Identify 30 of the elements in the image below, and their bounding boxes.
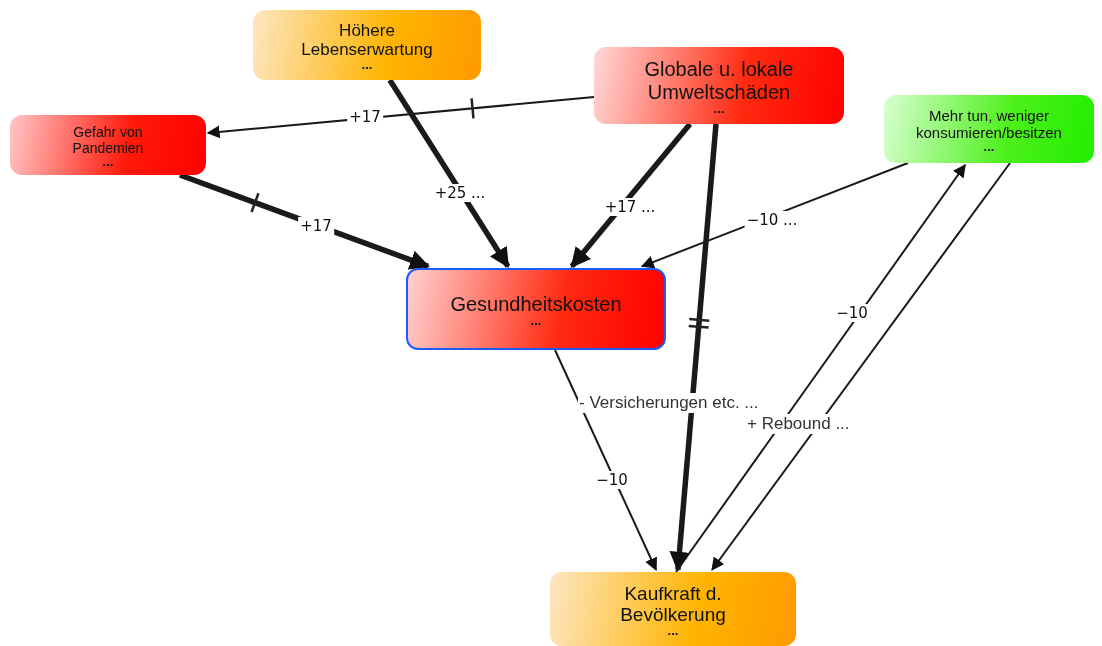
annotation-text: - Versicherungen etc. ...	[578, 393, 760, 413]
edge-label: +17	[298, 217, 334, 235]
variable-box	[253, 10, 481, 80]
node-label: Mehr tun, weniger konsumieren/besitzen	[915, 107, 1063, 142]
more-indicator: ...	[667, 626, 679, 636]
arrow	[674, 164, 967, 573]
edge-label: −10	[834, 304, 870, 322]
node-label: Gefahr von Pandemien	[71, 124, 145, 157]
variable-box	[406, 268, 666, 350]
edge-label: −10	[594, 471, 630, 489]
variable-box	[550, 572, 796, 646]
arrow	[711, 162, 1011, 571]
annotation-text: + Rebound ...	[746, 414, 851, 434]
node-label: Höhere Lebenserwartung	[300, 20, 434, 60]
more-indicator: ...	[713, 103, 725, 114]
variable-box	[594, 47, 844, 124]
arrow	[387, 78, 511, 269]
variable-box	[884, 95, 1094, 163]
more-indicator: ...	[983, 141, 995, 151]
node-label: Globale u. lokale Umweltschäden	[643, 57, 795, 104]
arrow	[569, 122, 693, 269]
arrow	[206, 96, 595, 139]
more-indicator: ...	[530, 315, 542, 326]
arrow	[554, 349, 658, 571]
node-label: Kaufkraft d. Bevölkerung	[619, 582, 727, 627]
arrow	[669, 123, 719, 572]
variable-box	[10, 115, 206, 175]
node-label: Gesundheitskosten	[450, 292, 622, 316]
more-indicator: ...	[102, 156, 114, 166]
more-indicator: ...	[361, 60, 373, 70]
